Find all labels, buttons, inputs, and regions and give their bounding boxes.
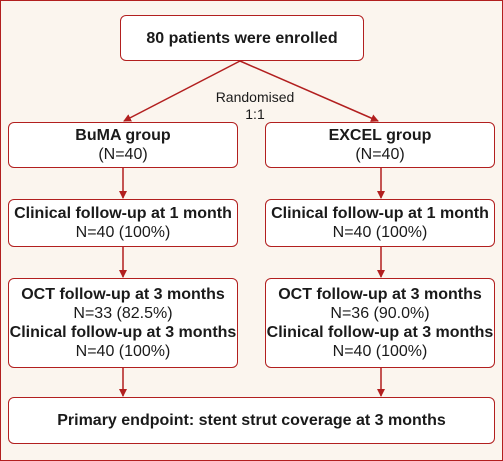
buma-fu3-title: Clinical follow-up at 3 months bbox=[9, 324, 237, 341]
randomisation-line1: Randomised bbox=[215, 89, 295, 105]
excel-oct-box: OCT follow-up at 3 months N=36 (90.0%) C… bbox=[265, 278, 495, 368]
excel-fu3-title: Clinical follow-up at 3 months bbox=[266, 324, 494, 341]
buma-fu1-box: Clinical follow-up at 1 month N=40 (100%… bbox=[8, 199, 238, 247]
buma-fu3-value: N=40 (100%) bbox=[75, 343, 171, 360]
randomisation-ratio: 1:1 bbox=[245, 106, 265, 122]
buma-fu1-title: Clinical follow-up at 1 month bbox=[14, 205, 232, 222]
excel-oct-value: N=36 (90.0%) bbox=[330, 305, 430, 322]
excel-group-title: EXCEL group bbox=[328, 127, 432, 144]
excel-group-box: EXCEL group (N=40) bbox=[265, 122, 495, 168]
buma-oct-title: OCT follow-up at 3 months bbox=[21, 286, 225, 303]
excel-fu1-title: Clinical follow-up at 1 month bbox=[271, 205, 489, 222]
buma-fu1-value: N=40 (100%) bbox=[75, 224, 171, 241]
enrolled-text: 80 patients were enrolled bbox=[146, 29, 338, 47]
buma-oct-value: N=33 (82.5%) bbox=[73, 305, 173, 322]
excel-oct-title: OCT follow-up at 3 months bbox=[278, 286, 482, 303]
buma-group-n: (N=40) bbox=[98, 146, 148, 163]
excel-group-n: (N=40) bbox=[355, 146, 405, 163]
enrolled-box: 80 patients were enrolled bbox=[120, 15, 364, 61]
arrow-enrolled-to-excel bbox=[239, 60, 379, 122]
excel-fu1-box: Clinical follow-up at 1 month N=40 (100%… bbox=[265, 199, 495, 247]
arrow-enrolled-to-buma bbox=[123, 60, 241, 122]
buma-group-box: BuMA group (N=40) bbox=[8, 122, 238, 168]
excel-fu3-value: N=40 (100%) bbox=[332, 343, 428, 360]
excel-fu1-value: N=40 (100%) bbox=[332, 224, 428, 241]
primary-endpoint-text: Primary endpoint: stent strut coverage a… bbox=[57, 412, 446, 429]
randomisation-label: Randomised 1:1 bbox=[200, 89, 310, 123]
buma-group-title: BuMA group bbox=[75, 127, 171, 144]
buma-oct-box: OCT follow-up at 3 months N=33 (82.5%) C… bbox=[8, 278, 238, 368]
primary-endpoint-box: Primary endpoint: stent strut coverage a… bbox=[8, 397, 495, 444]
